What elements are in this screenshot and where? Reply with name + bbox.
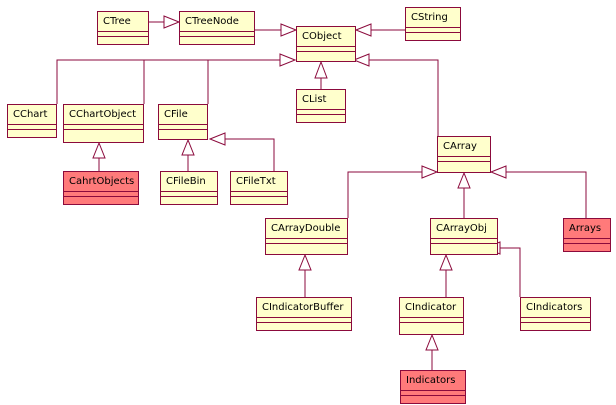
class-attributes (161, 192, 217, 197)
arrowhead-cindicatorbuffer-carraydouble (298, 253, 312, 271)
edge-carray-cobject (369, 59, 439, 136)
class-attributes (431, 239, 497, 244)
class-attributes (266, 239, 347, 244)
class-attributes (64, 125, 143, 130)
class-attributes (406, 28, 460, 33)
class-attributes (257, 318, 351, 323)
class-cindicatorbuffer[interactable]: CIndicatorBuffer (256, 297, 352, 331)
arrowhead-ctreenode-cobject (280, 23, 298, 37)
class-name: CIndicator (400, 298, 463, 318)
class-name: CObject (297, 27, 355, 47)
class-ctree[interactable]: CTree (97, 11, 149, 45)
edge-cchart-cobject (56, 59, 280, 104)
class-attributes (98, 32, 148, 37)
class-name: CFileTxt (231, 172, 287, 192)
class-carray[interactable]: CArray (437, 136, 491, 173)
class-name: CArray (438, 137, 490, 157)
class-attributes (180, 32, 254, 37)
class-name: CArrayObj (431, 219, 497, 239)
class-arrays[interactable]: Arrays (563, 218, 611, 252)
class-attributes (297, 110, 345, 115)
class-attributes (159, 125, 207, 130)
edge-carraydouble-carray (347, 171, 422, 218)
class-cchartobject[interactable]: CChartObject (63, 104, 144, 143)
class-attributes (521, 318, 590, 323)
class-name: CIndicators (521, 298, 590, 318)
class-attributes (8, 125, 56, 130)
arrowhead-bus-left-cobject (279, 53, 297, 67)
class-name: CFile (159, 105, 207, 125)
arrowhead-cfiletxt-cfile (208, 132, 226, 146)
class-name: CChart (8, 105, 56, 125)
arrowhead-carray-cobject (352, 53, 370, 67)
edge-cfiletxt-cfile (225, 138, 275, 171)
class-name: Arrays (564, 219, 610, 239)
class-cstring[interactable]: CString (405, 7, 461, 41)
edge-cindicators-carrayobj (500, 247, 521, 297)
class-name: CIndicatorBuffer (257, 298, 351, 318)
arrowhead-indicators-cindicator (425, 333, 439, 351)
class-attributes (401, 391, 465, 396)
class-attributes (438, 157, 490, 162)
arrowhead-cfilebin-cfile (181, 138, 195, 156)
class-attributes (400, 318, 463, 323)
arrowhead-ctree-ctreenode (163, 15, 181, 29)
class-name: CArrayDouble (266, 219, 347, 239)
class-name: CahrtObjects (64, 172, 138, 192)
class-cindicators[interactable]: CIndicators (520, 297, 591, 331)
class-name: CString (406, 8, 460, 28)
arrowhead-clist-cobject (314, 60, 328, 79)
class-attributes (231, 192, 287, 197)
class-attributes (297, 47, 355, 52)
class-cahrtobjects[interactable]: CahrtObjects (63, 171, 139, 205)
class-cindicator[interactable]: CIndicator (399, 297, 464, 335)
arrowhead-cindicator-carrayobj (439, 253, 453, 271)
class-indicators[interactable]: Indicators (400, 370, 466, 404)
class-name: CFileBin (161, 172, 217, 192)
class-carrayobj[interactable]: CArrayObj (430, 218, 498, 255)
class-name: CList (297, 90, 345, 110)
class-name: CTree (98, 12, 148, 32)
class-attributes (564, 239, 610, 244)
arrowhead-cstring-cobject (354, 23, 372, 37)
class-cobject[interactable]: CObject (296, 26, 356, 62)
class-clist[interactable]: CList (296, 89, 346, 123)
arrowhead-cahrtobjects-cchartobject (92, 141, 106, 159)
class-name: CChartObject (64, 105, 143, 125)
class-attributes (64, 192, 138, 197)
class-cchart[interactable]: CChart (7, 104, 57, 138)
class-name: Indicators (401, 371, 465, 391)
class-carraydouble[interactable]: CArrayDouble (265, 218, 348, 255)
arrowhead-carraydouble-carray (421, 165, 439, 179)
class-cfiletxt[interactable]: CFileTxt (230, 171, 288, 205)
edge-arrays-carray (506, 171, 587, 218)
class-cfilebin[interactable]: CFileBin (160, 171, 218, 205)
arrowhead-arrays-carray (489, 165, 507, 179)
class-name: CTreeNode (180, 12, 254, 32)
class-cfile[interactable]: CFile (158, 104, 208, 140)
class-ctreenode[interactable]: CTreeNode (179, 11, 255, 45)
arrowhead-carrayobj-carray (457, 171, 471, 189)
